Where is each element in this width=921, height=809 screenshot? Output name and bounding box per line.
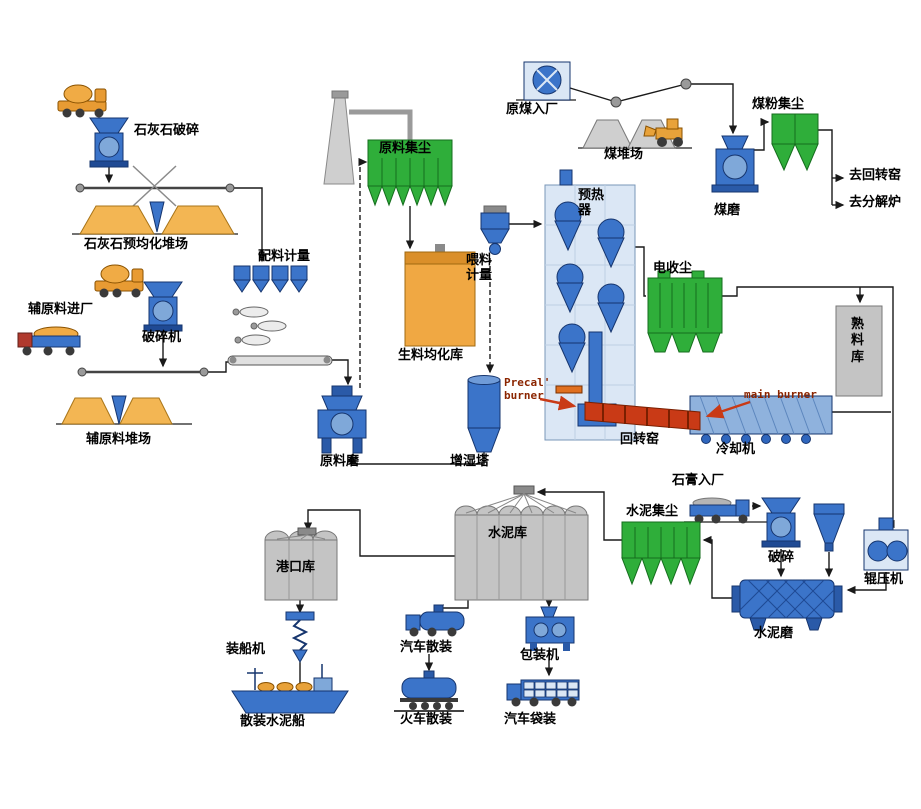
cement-mill-unit xyxy=(731,579,843,631)
limestone-preblending-piles xyxy=(72,205,238,235)
label-cooler: 冷却机 xyxy=(716,442,756,457)
label-coal-yard: 煤堆场 xyxy=(604,147,644,162)
precal-burner-arrow xyxy=(539,395,577,411)
label-bulk-cement-ship: 散装水泥船 xyxy=(240,714,306,729)
feeding-metering-unit xyxy=(480,205,510,255)
packing-machine-unit xyxy=(525,606,575,651)
batching-belt-conveyor xyxy=(227,355,333,366)
electrostatic-precipitator-unit xyxy=(647,270,723,353)
coal-unloading-station xyxy=(516,61,576,101)
label-cement-mill: 水泥磨 xyxy=(754,626,794,641)
cement-silo-block xyxy=(454,505,589,601)
rail-tank-car xyxy=(394,670,464,712)
raw-material-dust-collector xyxy=(367,139,453,207)
label-to-rotary-kiln: 去回转窑 xyxy=(849,168,902,183)
label-gypsum-entry: 石膏入厂 xyxy=(672,473,725,488)
label-humidifying-tower: 增湿塔 xyxy=(450,454,490,469)
label-train-bulk: 火车散装 xyxy=(400,712,453,727)
label-feeding-metering: 喂料计量 xyxy=(466,253,493,283)
label-rotary-kiln: 回转窑 xyxy=(620,432,660,447)
limestone-crusher xyxy=(89,117,129,168)
label-to-calciner: 去分解炉 xyxy=(849,195,902,210)
label-aux-material-entry: 辅原料进厂 xyxy=(28,302,94,317)
clinker-feed-hopper xyxy=(813,503,845,552)
label-roller-press: 辊压机 xyxy=(864,572,904,587)
coal-belt-conveyor xyxy=(610,78,692,108)
aux-belt-conveyor xyxy=(77,367,209,377)
batching-hoppers xyxy=(233,265,308,293)
bulk-cement-ship-unit xyxy=(231,664,349,714)
label-esp: 电收尘 xyxy=(653,261,693,276)
ship-loader-unit xyxy=(285,611,315,663)
dump-truck xyxy=(17,326,81,356)
label-raw-mill: 原料磨 xyxy=(320,454,360,469)
label-limestone-crushing: 石灰石破碎 xyxy=(134,123,200,138)
roller-press-unit xyxy=(863,517,909,571)
label-limestone-preblending-yard: 石灰石预均化堆场 xyxy=(84,237,189,252)
port-silo-distributor xyxy=(276,527,326,540)
raw-meal-silo xyxy=(404,244,476,347)
label-packing-machine: 包装机 xyxy=(520,648,560,663)
humidifying-tower-unit xyxy=(467,375,501,453)
coal-mill-unit xyxy=(711,135,759,193)
label-ship-loader: 装船机 xyxy=(226,642,266,657)
chimney xyxy=(323,90,355,185)
label-raw-material-dust: 原料集尘 xyxy=(379,141,432,156)
wheel-loader xyxy=(643,118,683,147)
label-crushing: 破碎 xyxy=(768,550,795,565)
batching-feeders xyxy=(232,306,287,346)
label-clinker-silo: 熟料库 xyxy=(851,317,865,365)
collector-chimney-duct xyxy=(349,109,413,140)
gypsum-crusher xyxy=(761,497,801,548)
raw-mill-unit xyxy=(317,385,367,454)
bulk-truck xyxy=(405,604,465,637)
label-cement-silo: 水泥库 xyxy=(488,526,528,541)
label-port-silo: 港口库 xyxy=(276,560,316,575)
label-main-burner: main burner xyxy=(744,388,817,401)
label-coal-mill: 煤磨 xyxy=(714,203,741,218)
label-truck-bag: 汽车袋装 xyxy=(504,712,557,727)
bag-truck xyxy=(506,679,580,707)
label-crusher: 破碎机 xyxy=(142,330,182,345)
label-truck-bulk: 汽车散装 xyxy=(400,640,453,655)
gypsum-truck xyxy=(684,497,768,524)
aux-mixer-truck xyxy=(94,264,144,298)
label-preheater: 预热器 xyxy=(578,188,605,218)
label-raw-meal-silo: 生料均化库 xyxy=(398,348,464,363)
cement-silo-distributor xyxy=(465,485,577,514)
rotary-kiln-unit xyxy=(584,401,701,431)
limestone-mixer-truck xyxy=(57,84,107,118)
label-precal-burner: Precal' burner xyxy=(504,376,551,402)
main-burner-arrow xyxy=(705,400,751,419)
aux-crusher xyxy=(143,281,183,332)
label-aux-material-yard: 辅原料堆场 xyxy=(86,432,152,447)
limestone-stacker xyxy=(132,165,177,233)
aux-piles xyxy=(56,395,192,425)
clinker-silo-unit xyxy=(835,305,883,397)
coal-dust-collector-unit xyxy=(771,113,819,172)
label-cement-dust: 水泥集尘 xyxy=(626,504,679,519)
cement-dust-collector-unit xyxy=(621,521,701,586)
label-raw-coal-entry: 原煤入厂 xyxy=(506,102,559,117)
grate-cooler xyxy=(689,395,833,444)
label-coal-dust: 煤粉集尘 xyxy=(752,97,805,112)
label-batching-metering: 配料计量 xyxy=(258,249,311,264)
limestone-belt-conveyor xyxy=(75,183,235,193)
